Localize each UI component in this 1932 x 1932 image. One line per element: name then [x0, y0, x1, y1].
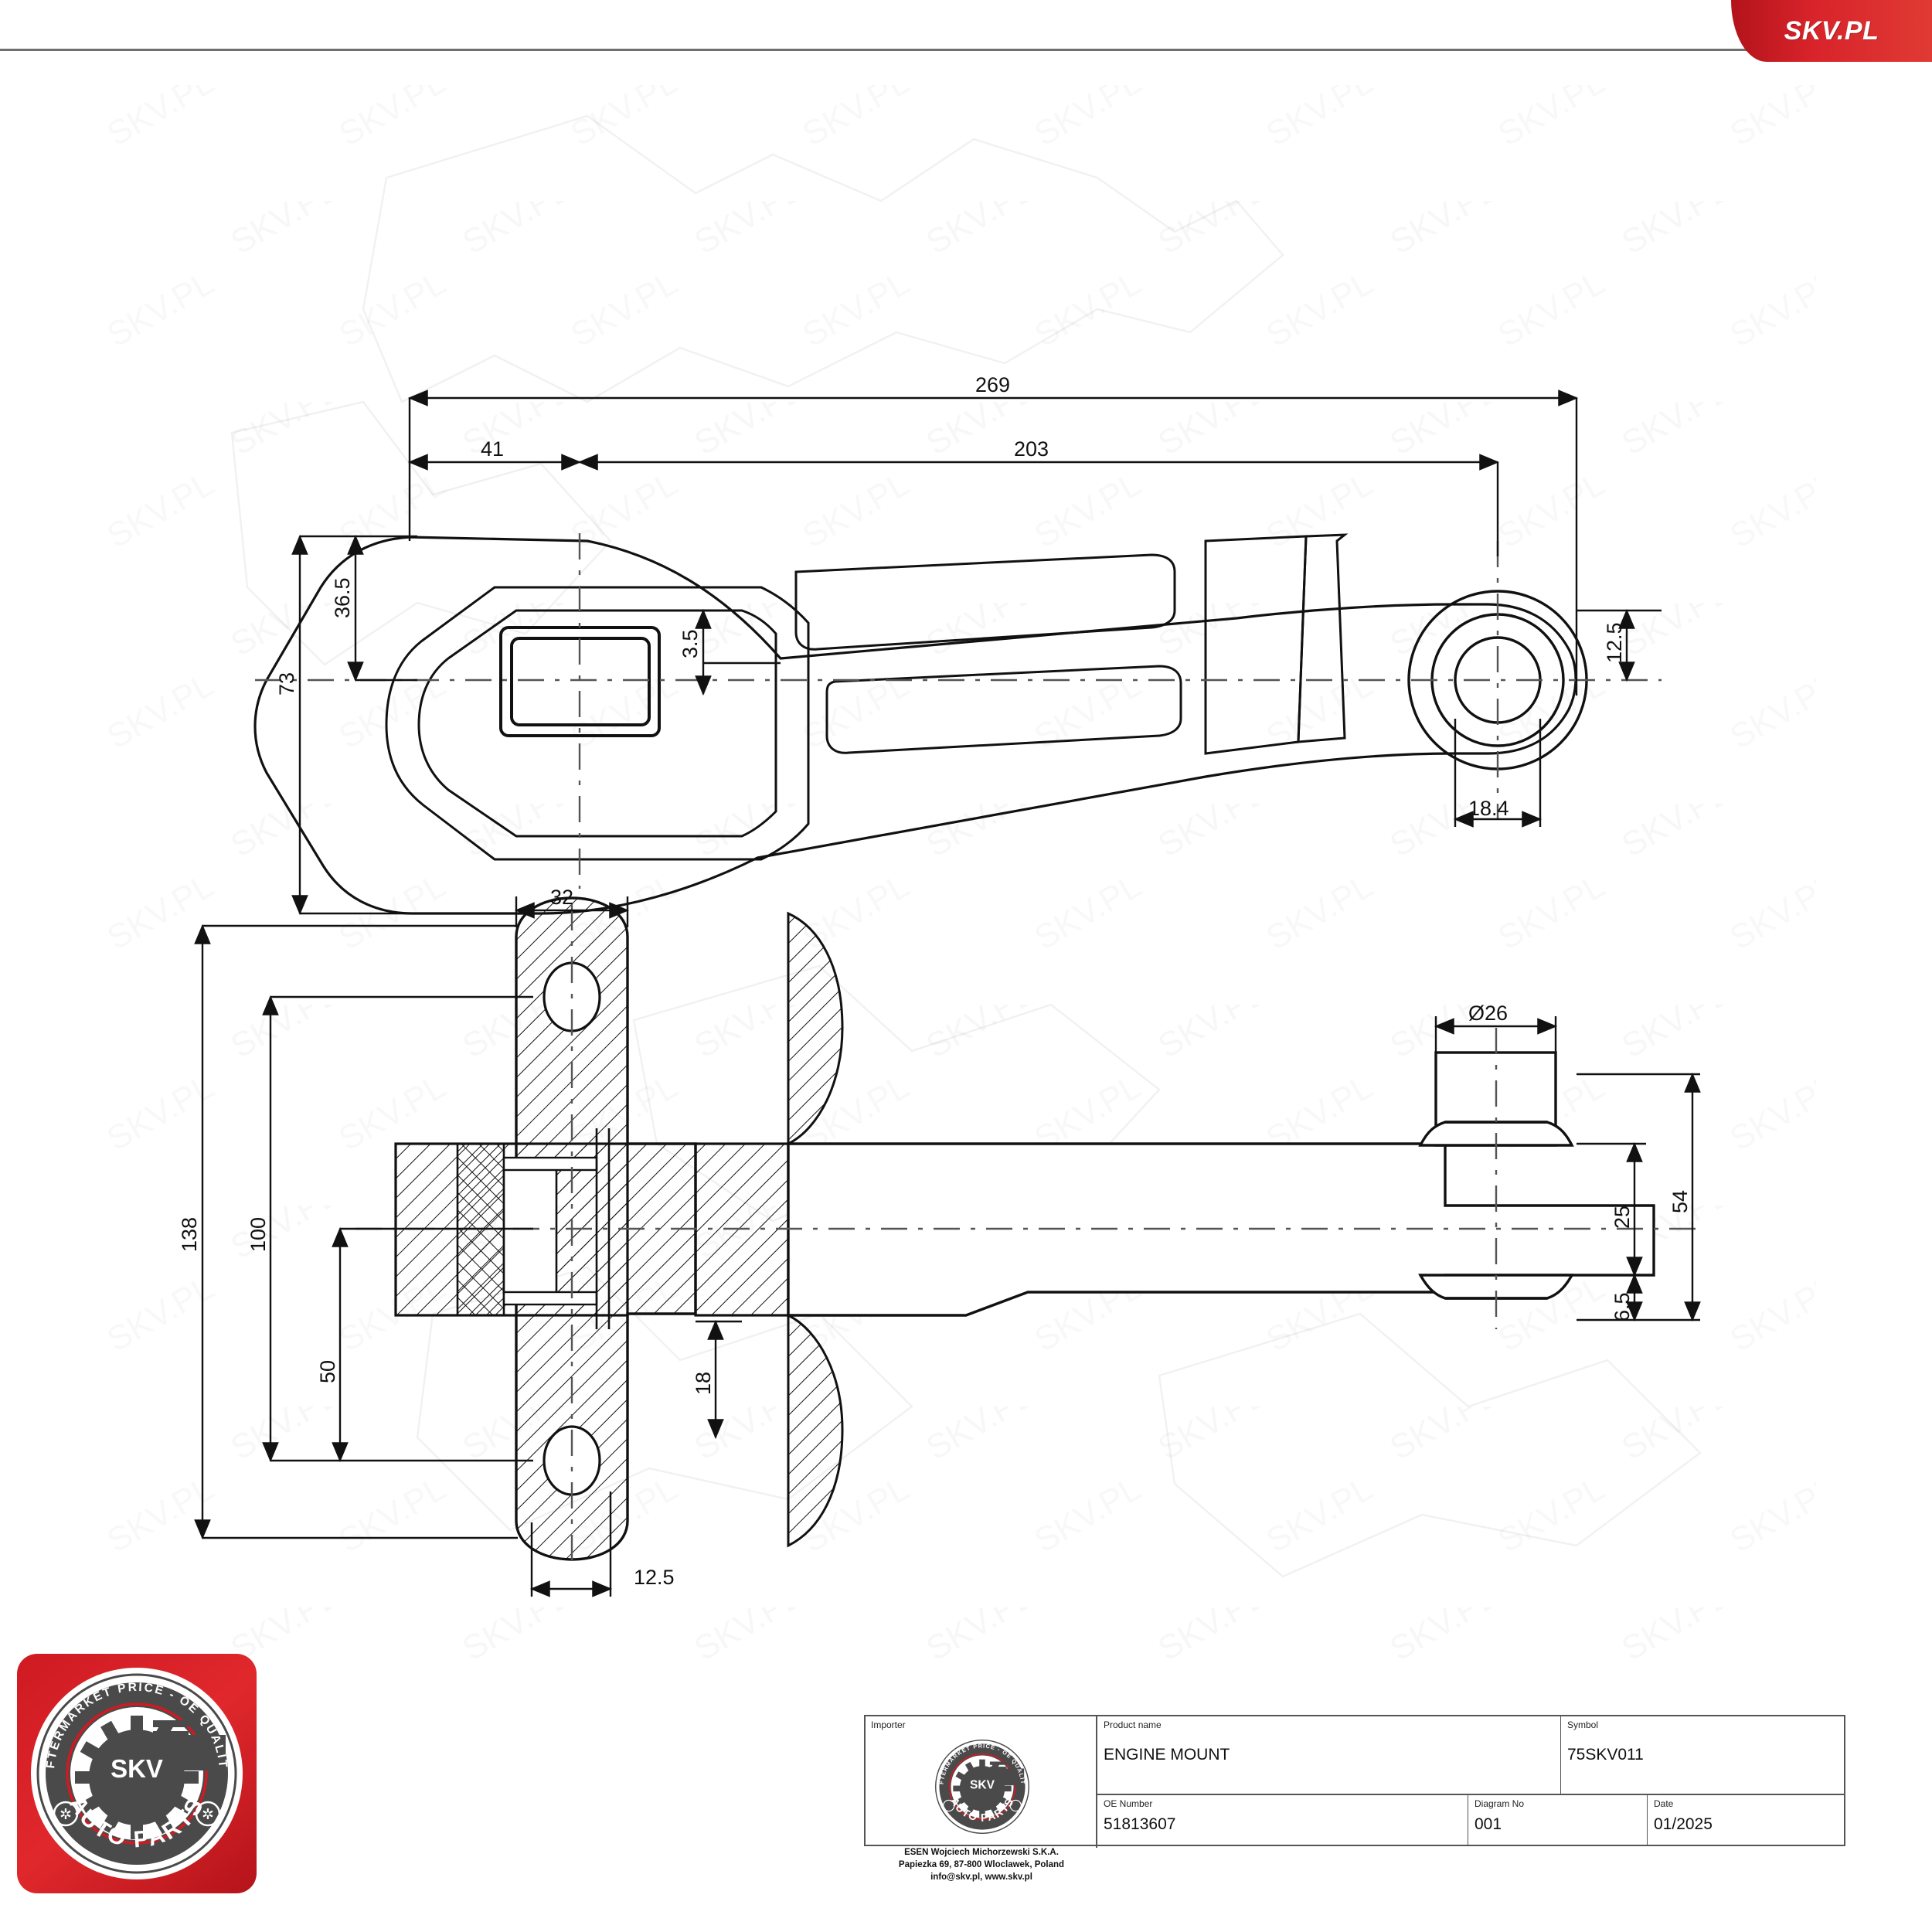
title-block-row-2: OE Number 51813607 Diagram No 001 Date 0…: [1097, 1794, 1844, 1845]
title-block-fields: Product name ENGINE MOUNT Symbol 75SKV01…: [1097, 1716, 1844, 1845]
dim-3-5: 3.5: [679, 629, 702, 658]
dim-32: 32: [550, 886, 573, 909]
importer-address-block: ESEN Wojciech Michorzewski S.K.A. Papiez…: [866, 1846, 1097, 1883]
badge-center-text: SKV: [111, 1754, 163, 1783]
date-label: Date: [1654, 1798, 1674, 1809]
title-block: Importer: [864, 1715, 1845, 1882]
dim-73: 73: [275, 672, 298, 696]
diagram-no-cell: Diagram No 001: [1468, 1795, 1648, 1845]
dim-138: 138: [178, 1217, 201, 1252]
header-rule: [0, 49, 1932, 51]
dim-269: 269: [975, 373, 1010, 396]
svg-text:✲: ✲: [202, 1807, 214, 1823]
symbol-value: 75SKV011: [1567, 1746, 1644, 1764]
dim-203: 203: [1014, 437, 1049, 461]
product-name-value: ENGINE MOUNT: [1104, 1746, 1230, 1764]
diagram-no-value: 001: [1475, 1815, 1502, 1833]
date-cell: Date 01/2025: [1648, 1795, 1844, 1845]
diagram-no-label: Diagram No: [1475, 1798, 1525, 1809]
importer-name: ESEN Wojciech Michorzewski S.K.A.: [904, 1848, 1059, 1857]
product-name-cell: Product name ENGINE MOUNT: [1097, 1716, 1561, 1794]
dim-50: 50: [316, 1360, 339, 1383]
skv-brand-label: SKV.PL: [1784, 15, 1879, 46]
dim-dia-26: Ø26: [1468, 1002, 1508, 1025]
badge-right-mark-icon: [195, 1801, 221, 1827]
dim-54: 54: [1668, 1190, 1692, 1213]
dim-41: 41: [481, 437, 504, 461]
section-dimension-labels: 32 138 100 50 18 12.5 Ø26 54 25 6.5: [178, 886, 1692, 1589]
dim-25: 25: [1611, 1206, 1634, 1229]
section-dimension-lines: [194, 896, 1701, 1597]
top-view-dimension-labels: 269 203 41 73 36.5 3.5 12.5 18.4: [275, 373, 1626, 820]
dim-36-5: 36.5: [331, 577, 354, 618]
svg-text:✲: ✲: [60, 1807, 72, 1823]
skv-brand-banner: SKV.PL: [1731, 0, 1932, 62]
gear-icon: [953, 1759, 1025, 1818]
dim-100: 100: [247, 1217, 270, 1252]
importer-contact: info@skv.pl, www.skv.pl: [930, 1872, 1032, 1882]
importer-logo: SKV AFTERMARKET PRICE - OE QUALITY AUTO …: [926, 1730, 1032, 1837]
top-view-hex-recess: [385, 586, 810, 861]
importer-logo-center-text: SKV: [970, 1778, 995, 1791]
top-view-dimension-lines: [291, 389, 1662, 916]
title-block-importer-cell: Importer: [866, 1716, 1097, 1882]
symbol-cell: Symbol 75SKV011: [1561, 1716, 1844, 1794]
section-centerlines: [355, 904, 1700, 1569]
dim-12-5-top: 12.5: [1603, 622, 1626, 663]
oe-number-cell: OE Number 51813607: [1097, 1795, 1468, 1845]
top-view-ribs: [794, 533, 1349, 755]
oe-number-label: OE Number: [1104, 1798, 1153, 1809]
badge-left-mark-icon: [53, 1801, 79, 1827]
gear-icon: [75, 1716, 226, 1839]
skv-quality-badge: SKV AFTERMARKET PRICE - OE QUALITY AUTO …: [17, 1654, 257, 1893]
importer-label: Importer: [871, 1719, 906, 1730]
badge-seal: SKV AFTERMARKET PRICE - OE QUALITY AUTO …: [17, 1654, 243, 1879]
top-view-centerlines: [255, 533, 1662, 889]
importer-address: Papiezka 69, 87-800 Wloclawek, Poland: [898, 1860, 1065, 1869]
product-name-label: Product name: [1104, 1719, 1162, 1730]
dim-18-4: 18.4: [1468, 797, 1509, 820]
title-block-row-1: Product name ENGINE MOUNT Symbol 75SKV01…: [1097, 1716, 1844, 1794]
dim-6-5: 6.5: [1611, 1292, 1634, 1321]
date-value: 01/2025: [1654, 1815, 1713, 1833]
oe-number-value: 51813607: [1104, 1815, 1176, 1833]
symbol-label: Symbol: [1567, 1719, 1599, 1730]
dim-18: 18: [692, 1372, 715, 1395]
dim-12-5-section: 12.5: [634, 1566, 675, 1589]
